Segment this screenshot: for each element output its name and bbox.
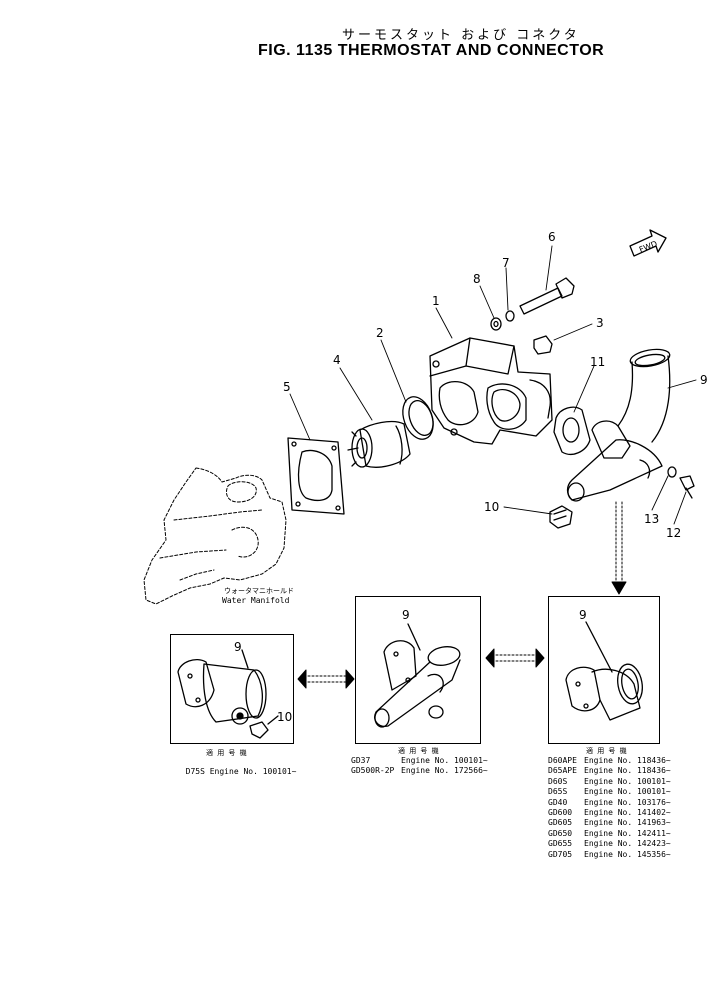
table-row: D60APE Engine No. 118436~ [548,756,671,766]
engine-no: Engine No. 118436~ [584,756,671,765]
panel-middle-header: 適 用 号 機 [398,747,439,755]
water-manifold-drawing [143,467,287,605]
model: D65S [548,787,568,797]
callout-11: 11 [590,355,606,369]
callout-9: 9 [700,373,708,387]
panel-left-callout-9: 9 [234,640,242,654]
table-row: D60S Engine No. 100101~ [548,777,671,787]
plug-part-10 [549,505,573,529]
model: GD500R-2P [351,766,395,776]
o-ring-part-2 [402,396,434,440]
callout-5: 5 [283,380,291,394]
model: GD37 [351,756,371,765]
callout-13: 13 [644,512,660,526]
gasket-part-11 [553,406,591,455]
model: D75S [185,767,205,777]
title-english: FIG. 1135 THERMOSTAT AND CONNECTOR [258,42,605,59]
leader-lines [289,245,697,525]
callout-6: 6 [548,230,556,244]
table-row: GD605 Engine No. 141963~ [548,818,671,828]
engine-no: Engine No. 145356~ [584,849,671,859]
callout-7: 7 [502,256,510,270]
engine-no: Engine No. 118436~ [584,766,671,776]
engine-no: Engine No. 103176~ [584,797,671,807]
bolt-part-6 [519,277,575,315]
double-arrow-icon [485,648,545,668]
panel-left-row: D75S Engine No. 100101~ [176,757,297,778]
left-panel-connector-9 [177,649,279,739]
right-panel-connector-9 [565,621,643,721]
table-row: D65S Engine No. 100101~ [548,787,671,797]
fwd-arrow-icon: FWD [629,229,667,257]
engine-no: Engine No. 100101~ [584,776,671,786]
panel-middle [355,596,481,744]
model: GD600 [548,808,573,818]
table-row: GD500R-2P Engine No. 172566~ [351,766,488,776]
table-row: GD37 Engine No. 100101~ [351,756,488,766]
table-row: GD600 Engine No. 141402~ [548,808,671,818]
table-row: D65APE Engine No. 118436~ [548,766,671,776]
plug-part-3 [533,335,553,355]
model: GD655 [548,839,573,849]
washer-part-13 [667,466,677,478]
manifold-label-en: Water Manifold [222,596,290,605]
connector-part-9 [566,348,671,502]
model: GD650 [548,828,573,838]
panel-middle-callout-9: 9 [402,608,410,622]
panel-right-callout-9: 9 [579,608,587,622]
engine-no: Engine No. 100101~ [584,787,671,797]
table-row: GD705 Engine No. 145356~ [548,850,671,860]
panel-right [548,596,660,744]
model: GD705 [548,849,573,859]
panel-middle-rows: GD37 Engine No. 100101~ GD500R-2P Engine No… [351,756,488,777]
model: GD40 [548,797,568,807]
engine-no: Engine No. 172566~ [401,766,488,776]
washer-part-7 [505,310,515,322]
washer-part-8 [490,317,502,331]
panel-right-header: 適 用 号 機 [586,747,627,755]
bolt-part-12 [679,475,695,499]
panel-left-callout-10: 10 [277,710,293,724]
down-arrow-icon [611,501,627,595]
callout-3: 3 [596,316,604,330]
engine-no: Engine No. 141402~ [584,808,671,818]
engine-no: Engine No. 100101~ [401,756,488,765]
engine-no: Engine No. 142411~ [584,828,671,838]
callout-8: 8 [473,272,481,286]
callout-4: 4 [333,353,341,367]
engine-no: Engine No. 141963~ [584,818,671,828]
double-arrow-icon [297,669,355,689]
model: D60APE [548,756,577,765]
model: GD605 [548,818,573,828]
manifold-label-jp: ウォータマニホールド [224,587,294,595]
middle-panel-connector-9 [374,623,461,728]
callout-2: 2 [376,326,384,340]
engine-no: Engine No. 142423~ [584,839,671,849]
thermostat-part-4 [347,420,411,468]
panel-right-rows: D60APE Engine No. 118436~ D65APE Engine No.… [548,756,671,860]
callout-12: 12 [666,526,682,540]
model: D60S [548,776,568,786]
callout-10: 10 [484,500,500,514]
engine-no: Engine No. 100101~ [209,767,297,777]
table-row: GD650 Engine No. 142411~ [548,829,671,839]
table-row: GD40 Engine No. 103176~ [548,798,671,808]
callout-1: 1 [432,294,440,308]
title-japanese: サーモスタット および コネクタ [342,28,580,43]
model: D65APE [548,766,577,776]
thermostat-housing-part-1 [429,337,553,445]
panel-left-header: 適 用 号 機 [206,749,247,757]
panel-left [170,634,294,744]
gasket-part-5 [287,437,345,515]
table-row: GD655 Engine No. 142423~ [548,839,671,849]
